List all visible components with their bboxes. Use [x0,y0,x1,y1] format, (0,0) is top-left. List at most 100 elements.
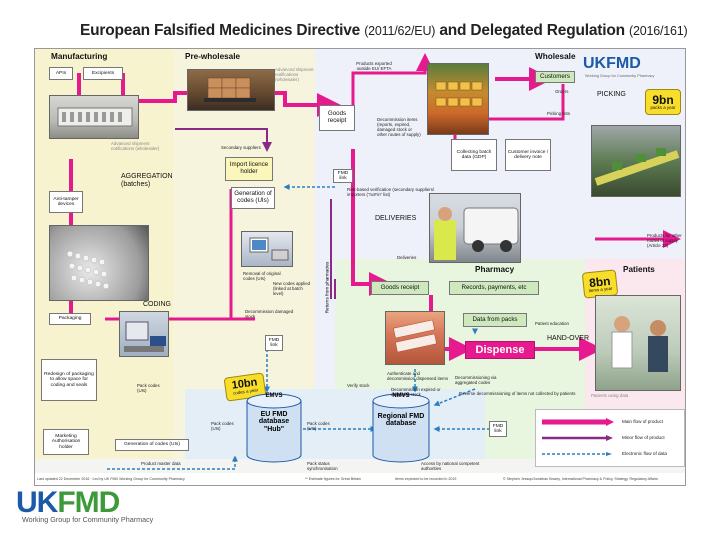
photo-delivery-van [429,193,521,263]
label-handover: HAND-OVER [547,335,590,342]
photo-medicine-packs [385,311,445,365]
footnote-left: Last updated 22 December 2016 · Led by U… [37,477,185,481]
box-excipients: Excipients [83,67,123,80]
box-marketing-authorisation-holder: Marketing Authorisation holder [43,429,89,455]
box-dispense: Dispense [465,341,535,359]
zone-label-manufacturing: Manufacturing [51,52,108,61]
db-regional-label: Regional FMD database [377,413,425,428]
photo-tablets [49,225,149,301]
text-advanced-shipment-pw: Advanced shipment notifications (wholesa… [275,67,314,83]
box-customer-invoice: Customer invoice / delivery note [505,139,551,171]
logo-main-mark-fmd: FMD [57,486,120,519]
text-pack-codes-3: Pack codes (UIs) [137,383,160,394]
box-goods-receipt-pharmacy: Goods receipt [371,281,429,295]
zone-returns [315,49,335,459]
db-nmvs-label: NMVS [392,393,410,399]
text-advanced-shipment-manu: Advanced shipment notifications (wholesa… [111,141,160,152]
photo-conveyor [591,125,681,197]
box-generation-codes-mah: Generation of codes (UIs) [115,439,189,451]
text-risk-verification: Risk-based verification (secondary suppl… [347,187,435,198]
text-patients-using-data: Patients using data [591,393,629,398]
title-paren-b: (2016/161) [629,24,688,38]
text-deliveries-small: Deliveries [397,255,417,260]
zone-label-patients: Patients [623,265,655,274]
box-anti-tamper: Anti-tamper devices [49,191,83,213]
zone-label-pharmacy: Pharmacy [475,265,515,274]
title-main-b: and Delegated Regulation [439,22,625,39]
db-emvs-label: EMVS [265,393,283,399]
text-orders: Orders [555,89,569,94]
text-pack-codes-2: Pack codes (UIs) [307,421,330,432]
text-secondary-suppliers: Secondary suppliers [221,145,261,150]
footnote-mid: ** Estimate figures for Great Britain [305,477,361,481]
box-fmd-link-pharmacy: FMD link [489,421,507,437]
label-aggregation: AGGREGATION (batches) [121,173,173,188]
badge-9bn-value: 9bn [652,92,674,107]
zone-label-wholesale: Wholesale [535,52,576,61]
db-hub-label: EU FMD database "Hub" [258,411,290,433]
box-data-from-packs: Data from packs [463,313,527,327]
logo-small-sub: Working Group for Community Pharmacy [585,74,655,78]
legend-main-flow: Main flow of product [622,419,664,424]
footnote-mid2: Items expected to be recorded in 2019 [395,477,457,481]
photo-coding-machine [119,311,169,357]
photo-pallets [187,69,275,111]
label-coding: CODING [143,301,171,308]
text-decommission-wholesale: Decommission items (reports, expired, da… [377,117,421,138]
db-regional: NMVS Regional FMD database [371,393,431,463]
title-paren-a: (2011/62/EU) [364,24,436,38]
badge-9bn-sub: packs a year [650,104,676,110]
logo-main-sub: Working Group for Community Pharmacy [22,515,154,524]
box-redesign-packaging: Redesign of packaging to allow space for… [41,359,97,401]
box-goods-receipt-wholesale: Goods receipt [319,105,355,131]
text-product-master-data: Product master data [141,461,181,466]
badge-9bn-packs: 9bn packs a year [645,89,681,115]
box-import-licence-holder: Import licence holder [225,157,273,181]
title-main-a: European Falsified Medicines Directive [80,22,361,39]
box-customers: Customers [535,71,575,83]
footnote-right: © Stephen Jessop/Jonathan Bowey, Interna… [503,477,658,481]
legend-minor-flow: Minor flow of product [622,435,665,440]
box-apis: APIs [49,67,73,80]
logo-main-mark-uk: UK [16,486,58,519]
text-pack-status: Pack status synchronisation [307,461,338,472]
box-generation-codes-uis: Generation of codes (UIs) [231,187,275,209]
label-returns-pharmacies-wrap: Returns from pharmacies [323,229,331,349]
text-authenticate: Authenticate and decommission dispensed … [387,371,449,382]
text-decommission-expired: Decommission expired or damaged stock [391,387,441,398]
text-picking-lists: Picking lists [547,111,570,116]
text-products-other-routes: Products for other routes of supply (Art… [647,233,682,249]
badge-8bn-sub: items a year [588,285,613,294]
process-diagram: Manufacturing Pre-wholesale Wholesale Ph… [34,48,686,486]
photo-scanner-station [241,231,293,267]
footnotes: Last updated 22 December 2016 · Led by U… [35,473,685,485]
photo-production-line [49,95,139,139]
label-returns-pharmacies: Returns from pharmacies [324,261,330,314]
legend: Main flow of product Minor flow of produ… [535,409,685,467]
text-access-authorities: Access by national competent authorities [421,461,480,472]
legend-electronic-flow: Electronic flow of data [622,451,667,456]
text-decommission-damaged: Decommission damaged stock [245,309,294,320]
text-products-exported: Products exported outside EU/ EFTA [356,61,392,72]
text-patient-education: Patient education [535,321,569,326]
text-decommission-aggregated: Decommissioning via aggregated codes [455,375,497,386]
box-packaging: Packaging [49,313,91,325]
text-pack-codes-1: Pack codes (UIs) [211,421,234,432]
zone-label-prewholesale: Pre-wholesale [185,52,241,61]
logo-small-mark: UKFMD [583,55,641,72]
page-title: European Falsified Medicines Directive (… [80,22,700,44]
box-records-payments: Records, payments, etc [449,281,539,295]
box-fmd-link-wholesale: FMD link [333,169,353,183]
box-collecting-batch-data: Collecting batch data (GDP) [451,139,497,171]
logo-ukfmd: UKFMD Working Group for Community Pharma… [16,486,156,526]
photo-picking-shelves [427,63,489,135]
text-reverse-decommission: Reverse decommissioning of items not col… [459,391,576,396]
logo-ukfmd-small: UKFMD Working Group for Community Pharma… [583,55,683,85]
text-new-codes: New codes applied (linked at batch level… [273,281,311,297]
text-removal-uis: Removal of original codes (UIs) [243,271,281,282]
box-fmd-link-prewholesale: FMD link [265,335,283,351]
db-eu-hub: EMVS EU FMD database "Hub" [245,393,303,463]
text-verify-stock: Verify stock [347,383,370,388]
label-deliveries: DELIVERIES [375,215,417,222]
logo-main-mark: UKFMD [16,486,120,520]
